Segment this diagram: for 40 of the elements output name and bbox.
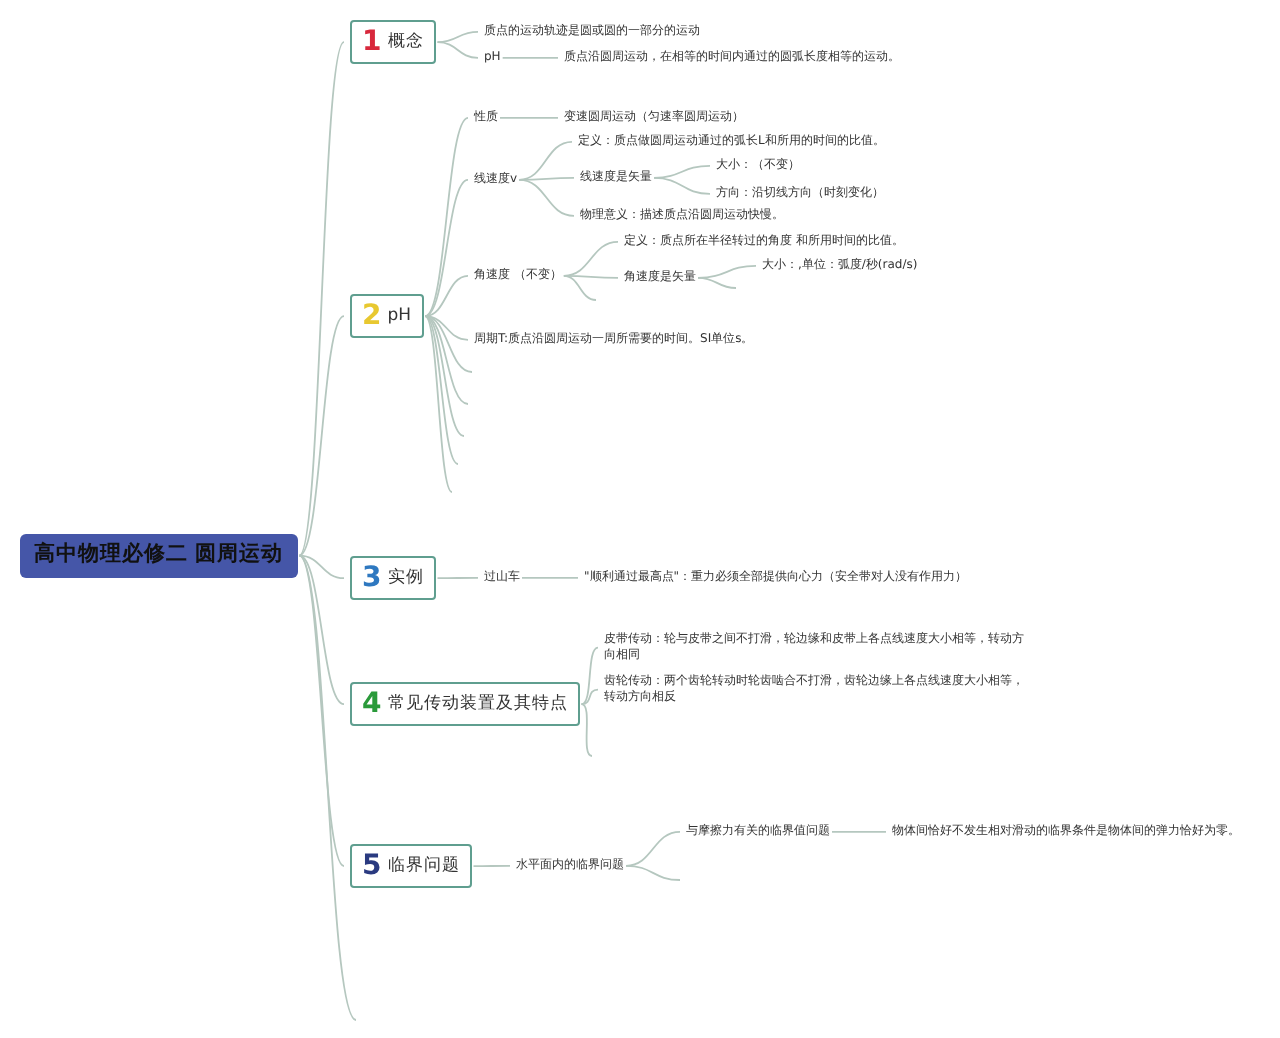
topic-box [350, 294, 424, 339]
branch-line [518, 140, 573, 181]
topic-number: 3 [362, 560, 382, 597]
topic-number: 2 [362, 298, 382, 335]
branch-line [625, 830, 681, 867]
branch-line [424, 116, 469, 318]
branch-line [521, 576, 579, 579]
topic-label: 概念 [387, 31, 424, 54]
branch-line [298, 315, 345, 557]
branch-line [472, 864, 511, 868]
branch-line [298, 554, 345, 706]
branch-line [831, 830, 887, 833]
branch-line [424, 315, 469, 341]
topic-number: 4 [362, 686, 382, 723]
branch-line [562, 240, 619, 277]
topic-box [350, 556, 436, 601]
branch-line [580, 646, 599, 706]
branch-line [436, 30, 479, 44]
topic-box [350, 682, 580, 727]
branch-line [580, 688, 599, 706]
branch-line [436, 41, 479, 59]
branch-line [298, 554, 345, 580]
topic-label: 常见传动装置及其特点 [387, 693, 568, 716]
topic-label: 实例 [387, 567, 424, 590]
topic-box [350, 844, 472, 889]
branch-line [501, 56, 559, 59]
central-topic: 高中物理必修二 圆周运动 [20, 534, 298, 578]
branch-line [518, 178, 575, 217]
topic-number: 1 [362, 24, 382, 61]
topic-box [350, 20, 436, 65]
branch-line [424, 178, 469, 318]
branch-line [562, 274, 619, 279]
branch-line [298, 41, 345, 557]
branch-line [653, 176, 711, 195]
topic-number: 5 [362, 848, 382, 885]
branch-line [424, 274, 469, 318]
branch-line [499, 116, 559, 119]
branch-line [436, 576, 479, 580]
topic-label: 临界问题 [387, 855, 460, 878]
topic-label: pH [387, 305, 412, 328]
